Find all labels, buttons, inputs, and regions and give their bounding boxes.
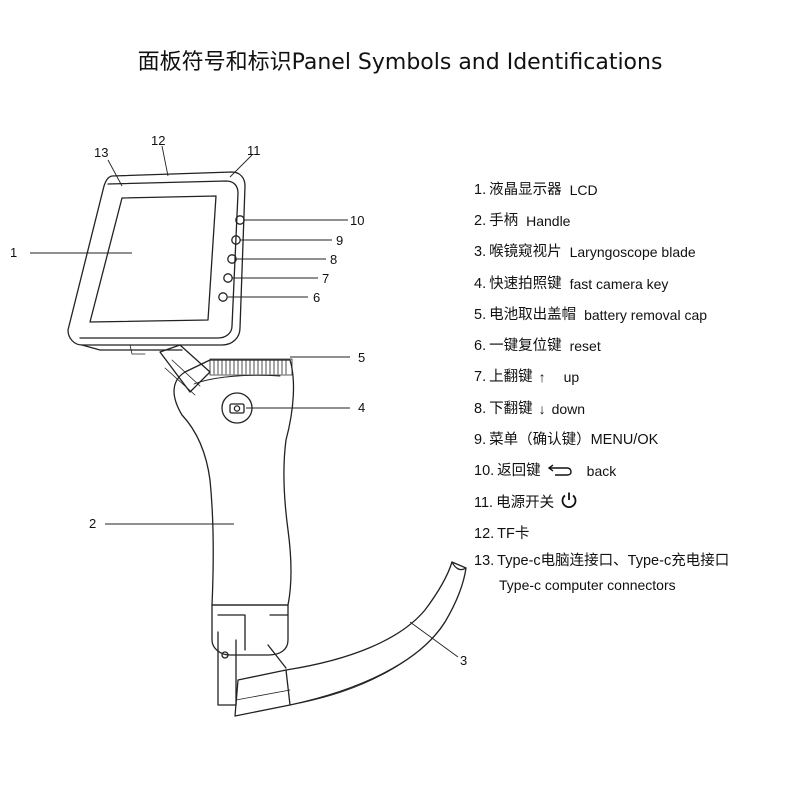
callout-6: 6 xyxy=(313,290,320,305)
callout-12: 12 xyxy=(151,133,165,148)
callout-10: 10 xyxy=(350,213,364,228)
callout-7: 7 xyxy=(322,271,329,286)
callout-8: 8 xyxy=(330,252,337,267)
legend-item-menu: 9.菜单（确认键）MENU/OK xyxy=(474,432,659,449)
callout-9: 9 xyxy=(336,233,343,248)
arrow-down-icon xyxy=(539,398,546,420)
callout-5: 5 xyxy=(358,350,365,365)
callout-13: 13 xyxy=(94,145,108,160)
legend-item-power: 11.电源开关 xyxy=(474,487,796,518)
callout-1: 1 xyxy=(10,245,17,260)
arrow-up-icon xyxy=(539,366,546,388)
callout-3: 3 xyxy=(460,653,467,668)
battery-cap xyxy=(209,358,293,376)
callout-11: 11 xyxy=(247,143,261,158)
power-icon xyxy=(560,491,578,515)
legend-item-back: 10.返回键 back xyxy=(474,456,796,487)
legend-item-down: 8.下翻键 down xyxy=(474,393,796,424)
laryngoscope-blade xyxy=(234,561,467,717)
handle-body xyxy=(173,359,295,606)
legend-item-type-c: 13.Type-c电脑连接口、Type-c充电接口 Type-c compute… xyxy=(474,552,730,593)
diagram-title: 面板符号和标识Panel Symbols and Identifications xyxy=(137,50,663,75)
legend-item-tf-card: 12.TF卡 xyxy=(474,525,530,542)
monitor-housing xyxy=(67,171,246,346)
callout-4: 4 xyxy=(358,400,365,415)
legend-item-up: 7.上翻键 up xyxy=(474,362,796,393)
back-arrow-icon xyxy=(547,460,573,482)
callout-2: 2 xyxy=(89,516,96,531)
